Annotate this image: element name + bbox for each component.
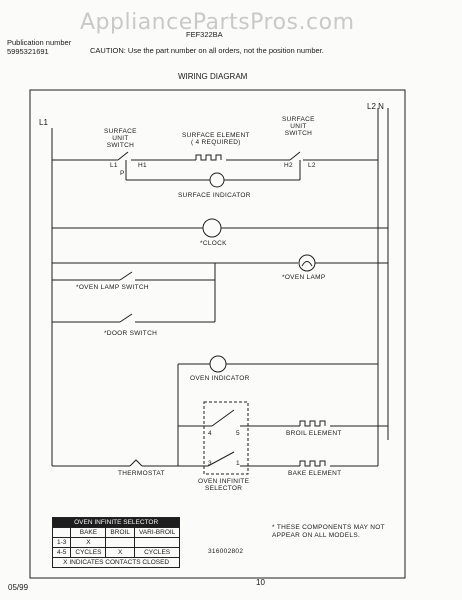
door-switch-label: *DOOR SWITCH [104, 330, 158, 337]
model-number: FEF322BA [186, 30, 223, 39]
broil-element-symbol [299, 420, 326, 427]
part-code: 316002802 [208, 548, 244, 555]
clock-label: *CLOCK [200, 240, 227, 247]
oven-lamp-label: *OVEN LAMP [282, 274, 326, 281]
oven-indicator-lamp [209, 355, 227, 373]
legend-header-cell: BROIL [105, 527, 135, 538]
label-l1: L1 [39, 118, 48, 127]
legend-cell: 4-5 [51, 547, 72, 558]
legend-cell: X [70, 537, 107, 548]
diagram-frame [29, 89, 406, 579]
legend-footer: X INDICATES CONTACTS CLOSED [51, 557, 181, 568]
surface-element-label: SURFACE ELEMENT ( 4 REQUIRED) [182, 132, 250, 146]
surface-switch-label: SURFACE UNIT SWITCH [104, 128, 137, 149]
bake-element-label: BAKE ELEMENT [288, 470, 342, 477]
surface-switch-right-contact [289, 151, 301, 161]
publication-number: 5995321691 [7, 47, 49, 56]
surface-indicator-lamp [209, 172, 225, 188]
caution-note: CAUTION: Use the part number on all orde… [90, 46, 324, 55]
section-title: WIRING DIAGRAM [178, 72, 248, 81]
legend-cell [105, 537, 135, 548]
legend-title: OVEN INFINITE SELECTOR [51, 517, 181, 528]
oven-indicator-label: OVEN INDICATOR [190, 375, 250, 382]
thermostat-label: THERMOSTAT [118, 470, 165, 477]
selector-label: OVEN INFINITE SELECTOR [198, 478, 250, 492]
selector-term-4: 4 [208, 430, 212, 437]
broil-element-label: BROIL ELEMENT [286, 430, 342, 437]
footer-date: 05/99 [8, 583, 29, 592]
bake-element-symbol [299, 460, 326, 467]
oven-lamp-switch-contact [119, 271, 133, 281]
legend-cell [133, 537, 181, 548]
door-switch-contact [119, 313, 133, 323]
legend-header-cell: VARI-BROIL [133, 527, 181, 538]
selector-term-3: 3 [208, 460, 212, 467]
legend-cell: 1-3 [51, 537, 72, 548]
surface-switch-term-l2: L2 [308, 162, 316, 169]
legend-row: 1-3 X [51, 537, 181, 548]
thermostat-contact [129, 459, 143, 467]
watermark: AppliancePartsPros.com [80, 10, 355, 35]
surface-switch-contact [117, 151, 129, 161]
legend-cell: CYCLES [70, 547, 107, 558]
surface-indicator-label: SURFACE INDICATOR [178, 192, 251, 199]
selector-box [203, 401, 249, 475]
oven-lamp-symbol [298, 254, 316, 272]
selector-contact-45 [211, 409, 235, 427]
selector-term-1: 1 [236, 460, 240, 467]
components-note: * THESE COMPONENTS MAY NOT APPEAR ON ALL… [272, 524, 385, 539]
surface-switch-term-l1: L1 [110, 162, 118, 169]
legend-header-cell: BAKE [70, 527, 107, 538]
surface-switch-right-label: SURFACE UNIT SWITCH [282, 116, 315, 137]
clock-symbol [202, 218, 222, 238]
legend-header-cell [51, 527, 72, 538]
surface-switch-term-h2: H2 [284, 162, 293, 169]
legend-row: 4-5 CYCLES X CYCLES [51, 547, 181, 558]
surface-switch-term-h1: H1 [138, 162, 147, 169]
selector-legend-table: OVEN INFINITE SELECTOR BAKE BROIL VARI-B… [51, 517, 181, 568]
surface-element-symbol [195, 154, 222, 161]
page-number: 10 [256, 578, 265, 587]
publication-label: Publication number [7, 38, 72, 47]
legend-cell: X [105, 547, 135, 558]
oven-lamp-filament [301, 261, 313, 267]
surface-switch-term-p: P [120, 170, 125, 177]
oven-lamp-switch-label: *OVEN LAMP SWITCH [76, 284, 149, 291]
selector-term-5: 5 [236, 430, 240, 437]
legend-cell: CYCLES [133, 547, 181, 558]
label-l2-n: L2 N [367, 102, 384, 111]
selector-contact-31 [207, 451, 235, 467]
